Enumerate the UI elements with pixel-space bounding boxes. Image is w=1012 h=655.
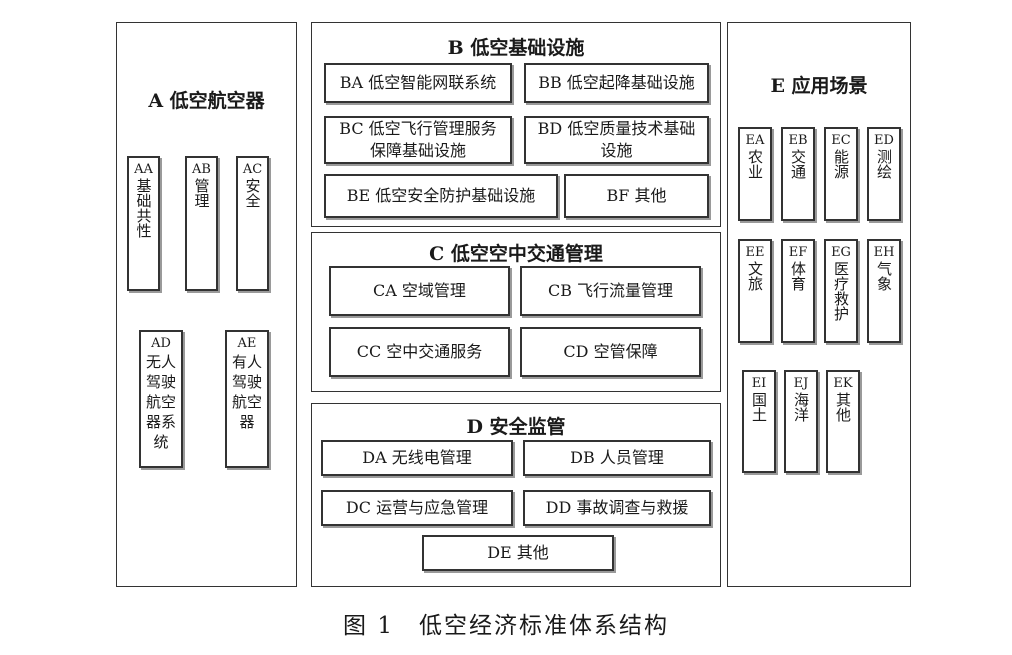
- box-ea-name: 农业: [746, 149, 764, 179]
- box-eg-name: 医疗救护: [832, 261, 850, 321]
- box-ad: AD 无人驾驶航空器系统: [139, 330, 183, 468]
- box-ab-name: 管理: [192, 178, 211, 208]
- box-ef-name: 体育: [789, 261, 807, 291]
- box-ac-name: 安全: [243, 178, 262, 208]
- box-ea-code: EA: [745, 133, 765, 148]
- box-aa: AA 基础共性: [127, 156, 160, 291]
- box-ea: EA 农业: [738, 127, 772, 221]
- box-eg: EG 医疗救护: [824, 239, 858, 343]
- panel-d-safety: D 安全监管 DA 无线电管理 DB 人员管理 DC 运营与应急管理 DD 事故…: [311, 403, 721, 587]
- box-ek-code: EK: [833, 376, 853, 391]
- box-dc: DC 运营与应急管理: [321, 490, 513, 526]
- box-db: DB 人员管理: [523, 440, 711, 476]
- figure-caption: 图 1 低空经济标准体系结构: [343, 613, 669, 639]
- box-ae-name: 有人驾驶航空器: [231, 353, 262, 431]
- box-aa-name: 基础共性: [134, 178, 153, 238]
- box-ej-name: 海洋: [792, 392, 810, 422]
- box-ae-code: AE: [237, 336, 257, 351]
- box-ed-name: 测绘: [875, 149, 893, 179]
- panel-e-title: E 应用场景: [770, 75, 868, 97]
- box-bf: BF 其他: [564, 174, 709, 218]
- box-ef: EF 体育: [781, 239, 815, 343]
- panel-d-title: D 安全监管: [466, 416, 566, 438]
- box-eg-code: EG: [831, 245, 851, 260]
- panel-e-applications: E 应用场景 EA 农业 EB 交通 EC 能源 ED 测绘 EE 文旅 EF …: [727, 22, 911, 587]
- box-ab: AB 管理: [185, 156, 218, 291]
- box-ee-code: EE: [745, 245, 765, 260]
- panel-a-aircraft: A 低空航空器 AA 基础共性 AB 管理 AC 安全 AD 无人驾驶航空器系统…: [116, 22, 297, 587]
- box-ej: EJ 海洋: [784, 370, 818, 473]
- box-bc: BC 低空飞行管理服务保障基础设施: [324, 116, 512, 164]
- box-de: DE 其他: [422, 535, 614, 571]
- box-ac-code: AC: [242, 162, 263, 177]
- panel-b-title: B 低空基础设施: [447, 37, 585, 59]
- box-ca: CA 空域管理: [329, 266, 510, 316]
- box-ba: BA 低空智能网联系统: [324, 63, 512, 103]
- box-ae: AE 有人驾驶航空器: [225, 330, 269, 468]
- box-ec-name: 能源: [832, 149, 850, 179]
- box-be: BE 低空安全防护基础设施: [324, 174, 558, 218]
- box-eh: EH 气象: [867, 239, 901, 343]
- box-ad-code: AD: [151, 336, 171, 351]
- box-ad-name: 无人驾驶航空器系统: [145, 353, 176, 451]
- box-ec-code: EC: [831, 133, 851, 148]
- box-eb: EB 交通: [781, 127, 815, 221]
- box-ec: EC 能源: [824, 127, 858, 221]
- box-ei: EI 国土: [742, 370, 776, 473]
- box-ek: EK 其他: [826, 370, 860, 473]
- box-ee-name: 文旅: [746, 261, 764, 291]
- box-eb-code: EB: [788, 133, 808, 148]
- box-da: DA 无线电管理: [321, 440, 513, 476]
- box-cc: CC 空中交通服务: [329, 327, 510, 377]
- box-aa-code: AA: [134, 162, 153, 177]
- box-bd: BD 低空质量技术基础设施: [524, 116, 709, 164]
- panel-c-title: C 低空空中交通管理: [429, 243, 603, 265]
- box-ed: ED 测绘: [867, 127, 901, 221]
- box-eh-code: EH: [873, 245, 895, 260]
- panel-c-air-traffic: C 低空空中交通管理 CA 空域管理 CB 飞行流量管理 CC 空中交通服务 C…: [311, 232, 721, 392]
- box-ef-code: EF: [788, 245, 808, 260]
- box-ei-name: 国土: [750, 392, 768, 422]
- box-ej-code: EJ: [793, 376, 809, 391]
- box-ei-code: EI: [751, 376, 767, 391]
- box-ab-code: AB: [192, 162, 211, 177]
- box-cd: CD 空管保障: [520, 327, 701, 377]
- box-dd: DD 事故调查与救援: [523, 490, 711, 526]
- box-eb-name: 交通: [789, 149, 807, 179]
- box-ed-code: ED: [874, 133, 894, 148]
- box-ek-name: 其他: [834, 392, 852, 422]
- box-ac: AC 安全: [236, 156, 269, 291]
- box-eh-name: 气象: [875, 261, 893, 291]
- panel-a-title: A 低空航空器: [148, 90, 265, 112]
- box-cb: CB 飞行流量管理: [520, 266, 701, 316]
- box-ee: EE 文旅: [738, 239, 772, 343]
- panel-b-infrastructure: B 低空基础设施 BA 低空智能网联系统 BB 低空起降基础设施 BC 低空飞行…: [311, 22, 721, 227]
- box-bb: BB 低空起降基础设施: [524, 63, 709, 103]
